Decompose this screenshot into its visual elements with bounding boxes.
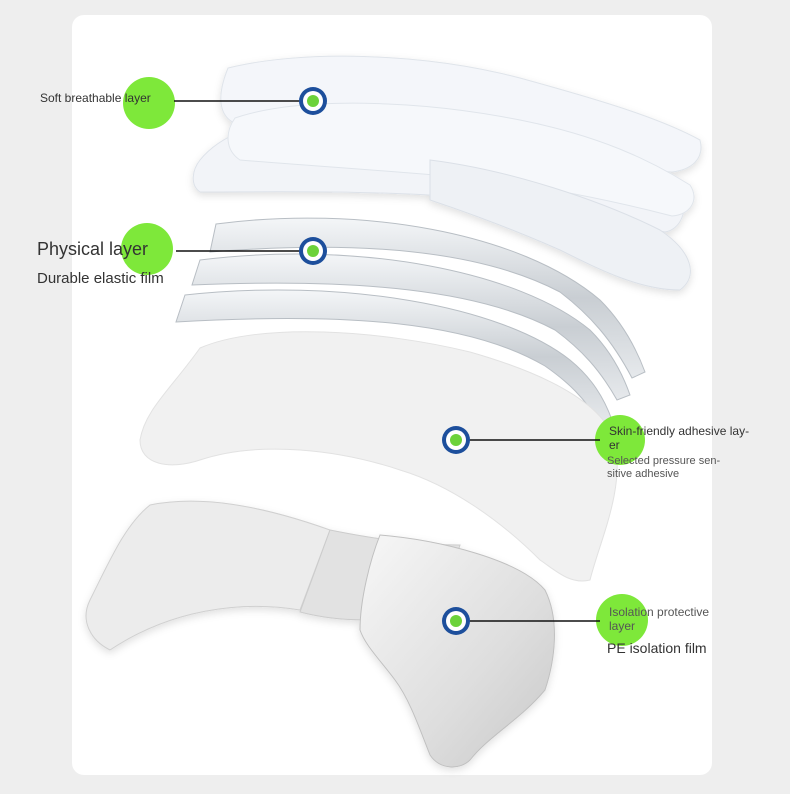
highlight-blob	[123, 77, 175, 129]
pe-isolation-film	[85, 500, 555, 768]
highlight-blob	[121, 223, 173, 275]
isolation-layer-subtitle: PE isolation film	[607, 640, 707, 656]
target-marker-icon	[299, 87, 327, 115]
adhesive-layer-subtitle: Selected pressure sen- sitive adhesive	[607, 455, 721, 480]
target-marker-icon	[442, 426, 470, 454]
physical-layer-title: Physical layer	[37, 239, 149, 259]
soft-breathable-patch	[192, 55, 702, 291]
physical-layer-subtitle: Durable elastic film	[37, 270, 164, 287]
isolation-layer-title: Isolation protective layer	[609, 605, 710, 633]
target-marker-icon	[299, 237, 327, 265]
adhesive-layer	[139, 331, 618, 582]
soft-layer-title: Soft breathable layer	[40, 91, 151, 105]
highlight-blob	[596, 594, 648, 646]
highlight-blob	[595, 415, 645, 465]
elastic-film-strips	[175, 217, 646, 425]
adhesive-layer-title: Skin-friendly adhesive lay- er	[609, 424, 750, 452]
target-marker-icon	[442, 607, 470, 635]
